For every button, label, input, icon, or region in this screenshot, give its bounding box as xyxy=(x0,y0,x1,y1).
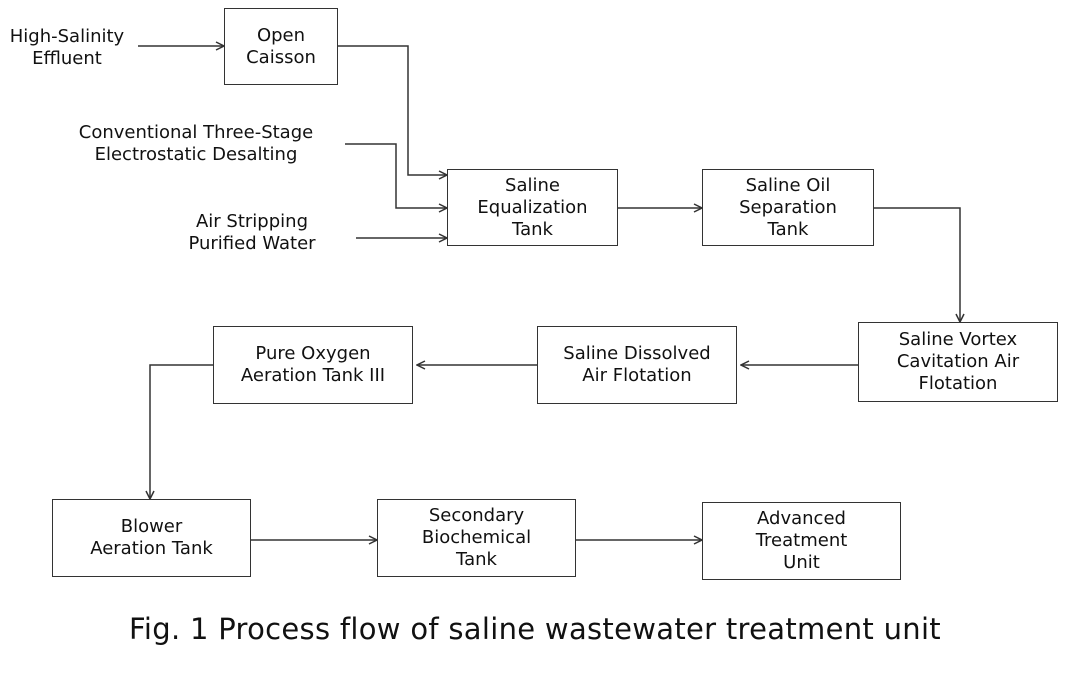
node-blower-aeration-tank: Blower Aeration Tank xyxy=(52,499,251,577)
figure-caption: Fig. 1 Process flow of saline wastewater… xyxy=(129,612,941,646)
node-saline-equalization-tank: Saline Equalization Tank xyxy=(447,169,618,246)
input-electrostatic-desalting: Conventional Three-Stage Electrostatic D… xyxy=(78,122,314,165)
input-high-salinity-effluent: High-Salinity Effluent xyxy=(9,26,125,69)
flow-connectors xyxy=(138,0,1070,600)
node-saline-vortex-cavitation-air-flotation: Saline Vortex Cavitation Air Flotation xyxy=(858,322,1058,402)
arrow-pure-oxygen-to-blower xyxy=(150,364,213,499)
node-saline-dissolved-air-flotation: Saline Dissolved Air Flotation xyxy=(537,326,737,404)
node-saline-oil-separation-tank: Saline Oil Separation Tank xyxy=(702,169,874,246)
node-pure-oxygen-aeration-tank: Pure Oxygen Aeration Tank III xyxy=(213,326,413,404)
input-air-stripping-water: Air Stripping Purified Water xyxy=(188,211,316,254)
arrow-caisson-to-equalization xyxy=(338,45,447,175)
arrow-oil-separation-to-vortex xyxy=(874,207,960,322)
node-open-caisson: Open Caisson xyxy=(224,8,338,85)
arrow-desalting-to-equalization xyxy=(345,143,447,208)
node-secondary-biochemical-tank: Secondary Biochemical Tank xyxy=(377,499,576,577)
node-advanced-treatment-unit: Advanced Treatment Unit xyxy=(702,502,901,580)
